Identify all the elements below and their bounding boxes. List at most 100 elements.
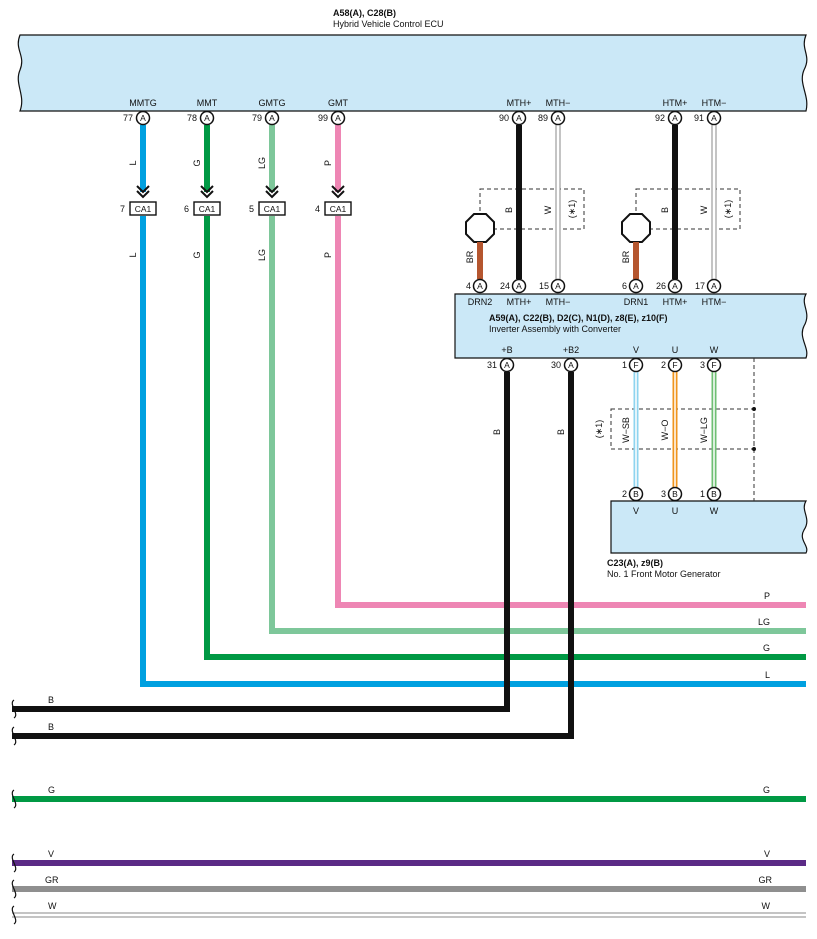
ecu-pin-label: HTM+ [663, 98, 688, 108]
inverter-pin-label: HTM− [702, 297, 727, 307]
junction-label: CA1 [135, 204, 152, 214]
wire-color-label: LG [758, 617, 770, 627]
junction-label: CA1 [264, 204, 281, 214]
wire-color-label: W [762, 901, 771, 911]
inverter-pin-label: DRN2 [468, 297, 493, 307]
wire-color-label: G [48, 785, 55, 795]
connector-letter: A [711, 281, 717, 291]
shield-label: (∗1) [567, 200, 577, 219]
front-motor-generator [610, 500, 808, 554]
shield-label: (∗1) [594, 420, 604, 439]
pin-number: 78 [187, 113, 197, 123]
wire-color-label: V [764, 849, 770, 859]
inverter-assembly [454, 293, 808, 359]
ecu-pin-label: MMT [197, 98, 218, 108]
wire-color-label: L [128, 160, 138, 165]
motor-code: C23(A), z9(B) [607, 558, 663, 568]
ecu-name: Hybrid Vehicle Control ECU [333, 19, 444, 29]
wire-color-label: LG [257, 157, 267, 169]
pin-number: 99 [318, 113, 328, 123]
connector-letter: B [633, 489, 639, 499]
pin-number: 1 [700, 489, 705, 499]
connector-letter: A [672, 281, 678, 291]
connector-letter: A [477, 281, 483, 291]
inverter-code: A59(A), C22(B), D2(C), N1(D), z8(E), z10… [489, 313, 668, 323]
wire-color-label: W [543, 205, 553, 214]
wire-color-label: L [128, 252, 138, 257]
junction-connectors [129, 185, 352, 216]
wire-color-label: V [48, 849, 54, 859]
motor-name: No. 1 Front Motor Generator [607, 569, 721, 579]
junction-number: 4 [315, 204, 320, 214]
pin-number: 3 [661, 489, 666, 499]
pin-number: 91 [694, 113, 704, 123]
wire-color-label: W [48, 901, 57, 911]
wire-color-label: W [699, 205, 709, 214]
phase-wire-label: W−LG [699, 417, 709, 443]
wire-color-label: BR [465, 250, 475, 263]
connector-letter: A [504, 360, 510, 370]
connector-letter: A [555, 113, 561, 123]
pin-number: 89 [538, 113, 548, 123]
ecu-pin-label: HTM− [702, 98, 727, 108]
wire-color-label: G [763, 643, 770, 653]
connector-letter: A [672, 113, 678, 123]
wire-color-label: G [763, 785, 770, 795]
motor-pin-label: U [672, 506, 679, 516]
inverter-name: Inverter Assembly with Converter [489, 324, 621, 334]
pin-number: 6 [622, 281, 627, 291]
pin-number: 77 [123, 113, 133, 123]
shield-junction [752, 447, 756, 451]
wires [12, 125, 806, 918]
junction-label: CA1 [330, 204, 347, 214]
ecu-pin-label: MTH+ [507, 98, 532, 108]
wire-color-label: GR [45, 875, 59, 885]
shield-group [479, 188, 755, 501]
connector-letter: A [555, 281, 561, 291]
connector-letter: B [672, 489, 678, 499]
ecu-pin-label: MTH− [546, 98, 571, 108]
wire-color-label: B [48, 722, 54, 732]
inverter-pin-label: +B [501, 345, 512, 355]
pin-number: 17 [695, 281, 705, 291]
pin-number: 15 [539, 281, 549, 291]
junction-number: 7 [120, 204, 125, 214]
wire-color-label: LG [257, 249, 267, 261]
connector-letter: A [140, 113, 146, 123]
junction-number: 6 [184, 204, 189, 214]
wire-color-label: P [323, 160, 333, 166]
connector-letter: A [269, 113, 275, 123]
pin-number: 24 [500, 281, 510, 291]
motor-pin-label: V [633, 506, 639, 516]
wire-color-label: P [764, 591, 770, 601]
pin-number: 30 [551, 360, 561, 370]
phase-wire-label: W−SB [621, 417, 631, 443]
junction-number: 5 [249, 204, 254, 214]
wire-color-label: BR [621, 250, 631, 263]
shield-junction [752, 407, 756, 411]
pin-number: 92 [655, 113, 665, 123]
connector-letter: A [568, 360, 574, 370]
shield-label: (∗1) [723, 200, 733, 219]
wire-color-label: B [48, 695, 54, 705]
wire-color-label: B [660, 207, 670, 213]
connector-letter: A [204, 113, 210, 123]
connector-letter: F [711, 360, 716, 370]
wire-color-label: B [556, 429, 566, 435]
inverter-pin-label: HTM+ [663, 297, 688, 307]
hybrid-vehicle-control-ecu [17, 34, 808, 112]
motor-pin-label: W [710, 506, 719, 516]
phase-wire-label: W−O [660, 420, 670, 441]
wire-color-label: G [192, 251, 202, 258]
connector-letter: B [711, 489, 717, 499]
wire-color-label: P [323, 252, 333, 258]
inverter-pin-label: V [633, 345, 639, 355]
inverter-pin-label: +B2 [563, 345, 579, 355]
ecu-pin-label: GMT [328, 98, 348, 108]
drain-ground-symbol [465, 213, 495, 243]
ecu-code: A58(A), C28(B) [333, 8, 396, 18]
pin-number: 79 [252, 113, 262, 123]
wire-color-label: B [504, 207, 514, 213]
pin-number: 31 [487, 360, 497, 370]
connector-letter: A [711, 113, 717, 123]
